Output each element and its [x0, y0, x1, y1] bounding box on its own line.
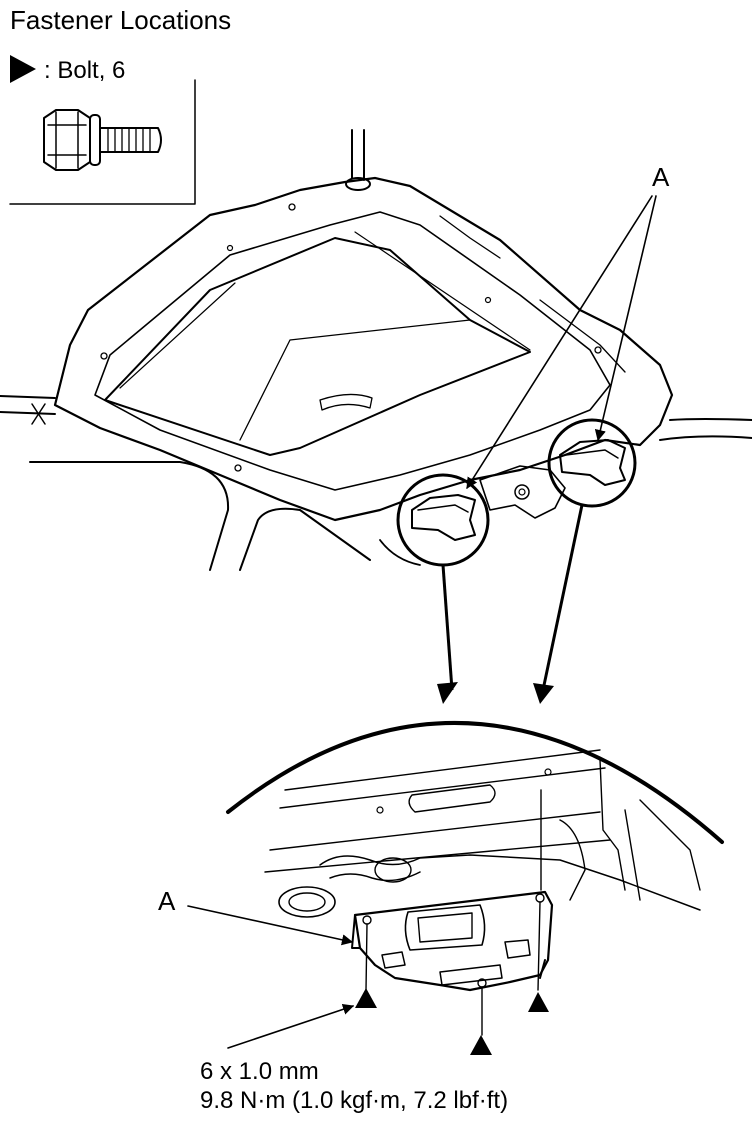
bolt-triangle-icon — [10, 55, 36, 83]
bolt-legend-label: : Bolt, 6 — [44, 57, 125, 84]
callout-label-a-top: A — [652, 162, 670, 192]
bolt-size-spec: 6 x 1.0 mm — [200, 1058, 319, 1085]
bolt-marker-center-icon — [470, 1035, 492, 1055]
torque-spec: 9.8 N·m (1.0 kgf·m, 7.2 lbf·ft) — [200, 1087, 508, 1114]
sunroof-frame-illustration — [0, 129, 752, 571]
detail-arc — [226, 721, 724, 844]
bolt-marker-left-icon — [355, 988, 377, 1008]
page-title: Fastener Locations — [10, 5, 231, 35]
bolt-illustration — [9, 79, 196, 205]
bracket-plate — [353, 890, 554, 992]
detail-arrow-left — [437, 682, 458, 704]
spec-leader — [227, 1003, 355, 1049]
bolt-legend: : Bolt, 6 — [10, 55, 125, 84]
detail-view — [226, 721, 724, 1036]
callout-label-a-detail: A — [158, 886, 176, 916]
bolt-icon — [43, 109, 162, 171]
callout-leader-a-left — [466, 195, 653, 489]
detail-circle-right — [547, 418, 637, 508]
callout-leader-a-detail — [187, 905, 354, 946]
detail-arrow-right — [533, 683, 554, 704]
bolt-marker-right-icon — [528, 992, 549, 1012]
callout-leader-a-right — [594, 195, 657, 442]
